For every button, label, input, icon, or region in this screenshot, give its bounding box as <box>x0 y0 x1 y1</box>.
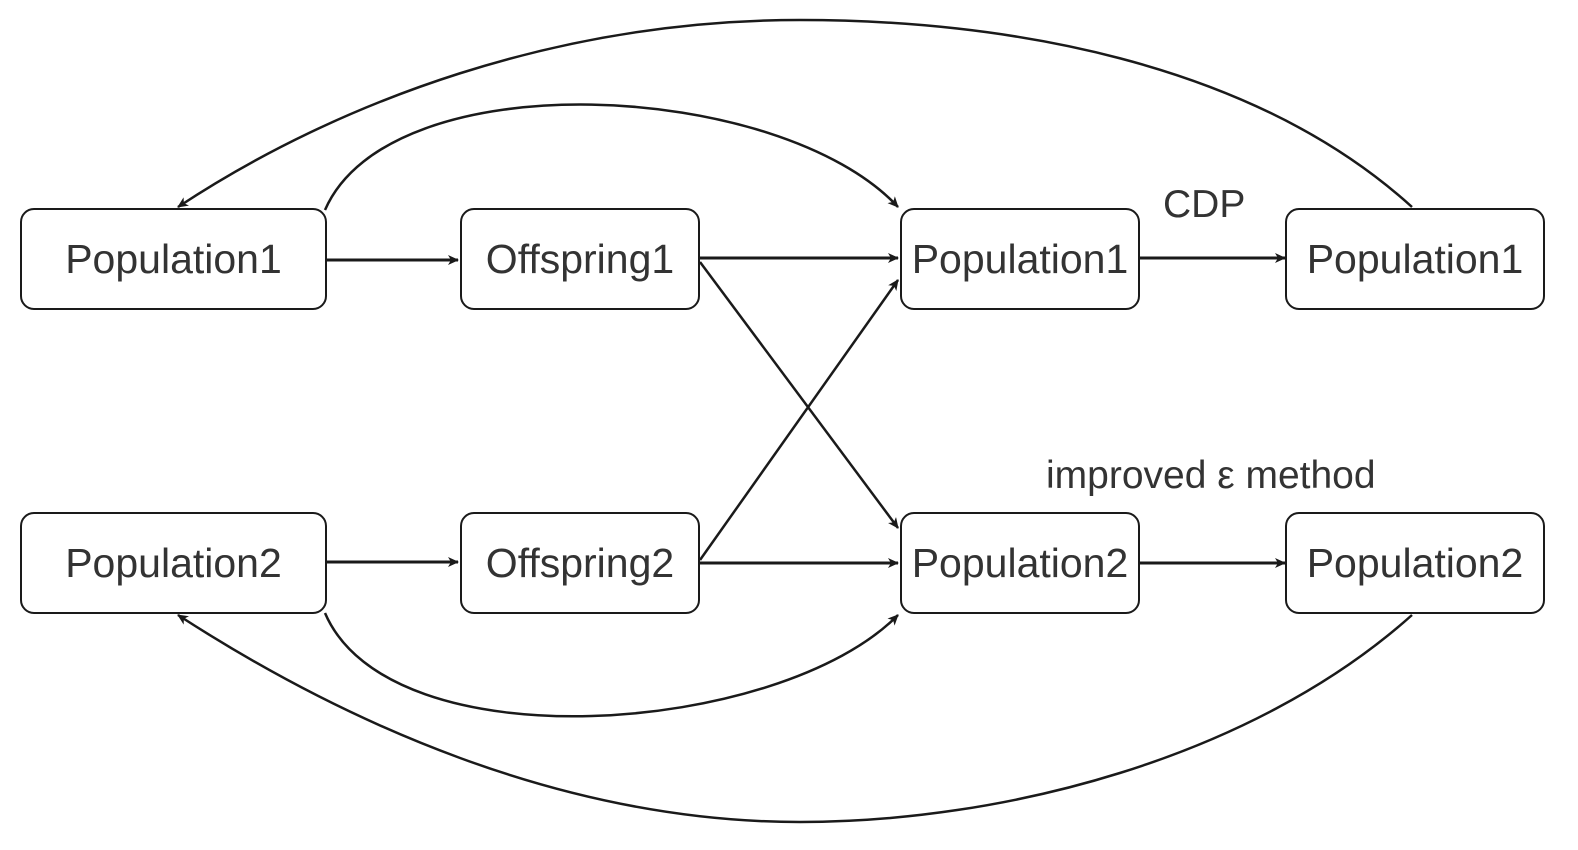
edge-pop2-start-to-pop2-mid-curve <box>323 612 899 718</box>
node-offspring2: Offspring2 <box>460 512 700 614</box>
edge-label-cdp: CDP <box>1163 183 1246 226</box>
edge-offspring1-to-pop2-mid <box>698 261 900 529</box>
node-population1-start: Population1 <box>20 208 327 310</box>
edge-pop1-start-to-pop1-mid-curve <box>323 103 899 211</box>
node-population2-start: Population2 <box>20 512 327 614</box>
node-offspring1: Offspring1 <box>460 208 700 310</box>
node-population2-end: Population2 <box>1285 512 1545 614</box>
node-population2-mid: Population2 <box>900 512 1140 614</box>
edge-label-improved-epsilon-method: improved ε method <box>1046 454 1376 497</box>
edge-pop2-end-to-pop2-start-feedback <box>177 613 1413 824</box>
node-population1-end: Population1 <box>1285 208 1545 310</box>
edge-pop1-end-to-pop1-start-feedback <box>177 18 1413 209</box>
edge-offspring2-to-pop1-mid <box>698 279 900 561</box>
node-population1-mid: Population1 <box>900 208 1140 310</box>
